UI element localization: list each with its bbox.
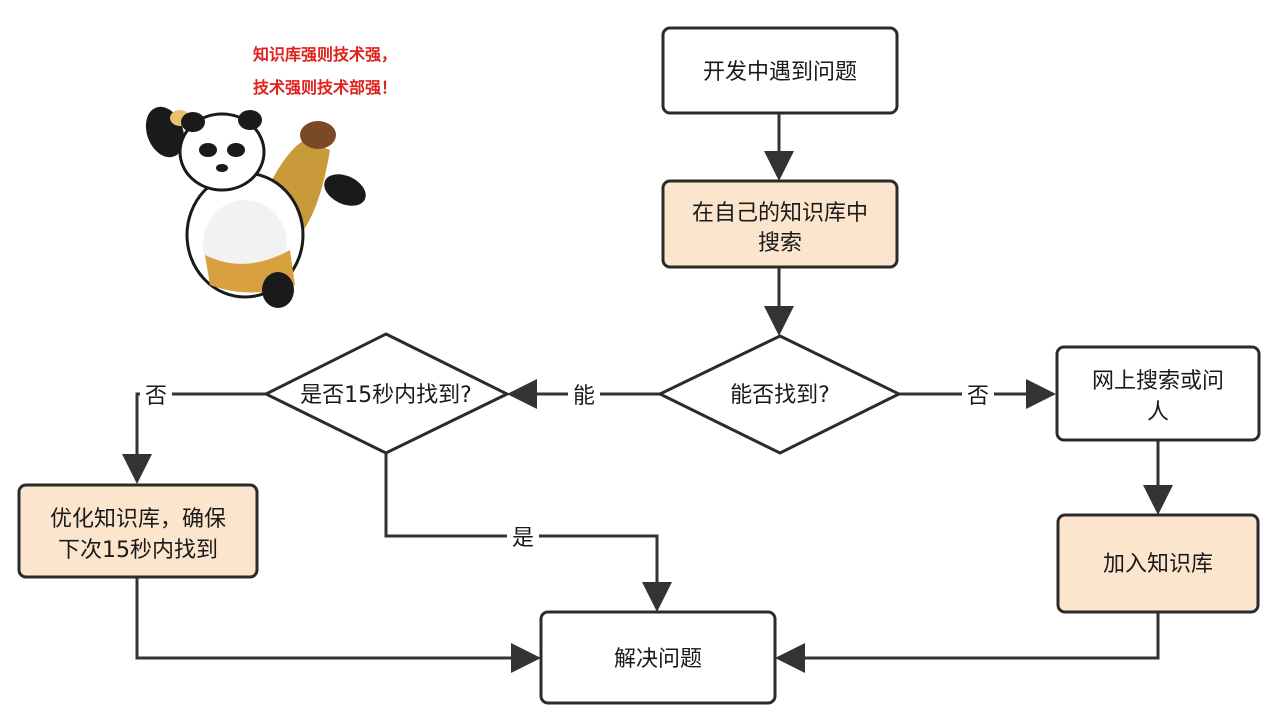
edge-label-within-yes: 是	[512, 526, 534, 551]
kung-fu-panda-icon	[145, 106, 366, 308]
node-add-kb: 加入知识库	[1056, 513, 1260, 614]
node-start: 开发中遇到问题	[661, 26, 899, 115]
node-optimize-kb: 优化知识库，确保 下次15秒内找到	[17, 483, 259, 579]
node-can-find-label: 能否找到?	[730, 383, 830, 408]
node-within-15s-label: 是否15秒内找到?	[300, 383, 472, 408]
node-search-kb-line-1: 在自己的知识库中	[692, 201, 868, 226]
edge-add-kb-to-solve	[775, 612, 1160, 673]
node-search-web: 网上搜索或问 人	[1055, 345, 1261, 442]
motto-line-2: 技术强则技术部强！	[253, 78, 397, 97]
node-add-kb-label: 加入知识库	[1103, 552, 1213, 577]
motto-line-1: 知识库强则技术强，	[253, 45, 397, 64]
node-search-web-line-2: 人	[1147, 400, 1169, 425]
node-optimize-kb-line-1: 优化知识库，确保	[50, 507, 226, 532]
edge-within-15s-no	[122, 392, 266, 484]
node-can-find: 能否找到?	[656, 334, 903, 455]
edge-label-can-yes: 能	[573, 384, 595, 409]
node-search-web-line-1: 网上搜索或问	[1092, 369, 1224, 394]
edge-label-can-no: 否	[967, 384, 989, 409]
node-solve-label: 解决问题	[614, 647, 702, 672]
node-solve: 解决问题	[539, 610, 777, 705]
node-optimize-kb-line-2: 下次15秒内找到	[58, 538, 218, 563]
node-within-15s: 是否15秒内找到?	[262, 332, 511, 455]
edge-optimize-to-solve	[135, 577, 541, 673]
node-search-kb-line-2: 搜索	[758, 231, 802, 256]
node-search-kb: 在自己的知识库中 搜索	[661, 179, 899, 269]
node-start-label: 开发中遇到问题	[703, 60, 857, 85]
edge-label-within-no: 否	[145, 384, 167, 409]
